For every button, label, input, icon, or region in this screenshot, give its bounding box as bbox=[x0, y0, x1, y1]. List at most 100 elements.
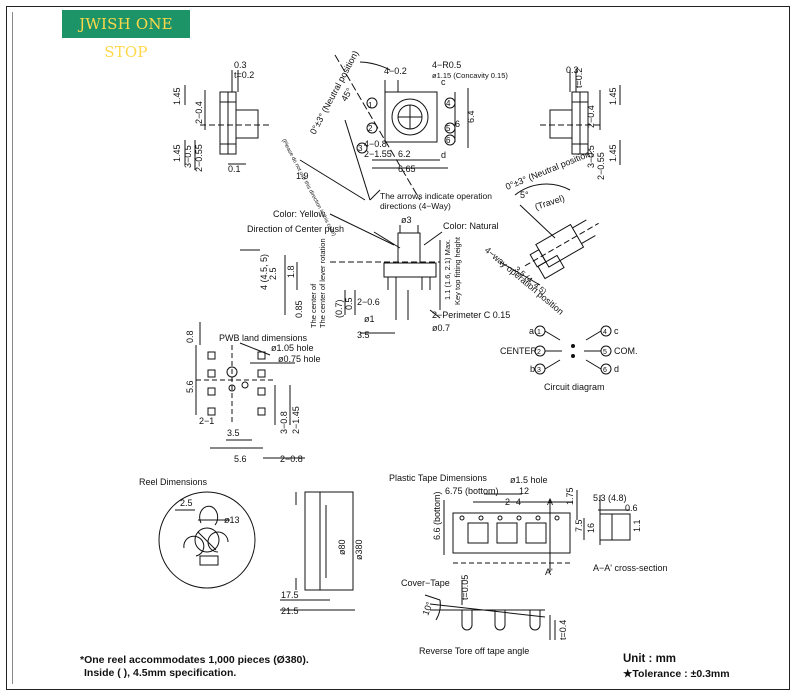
pwb-d308: 3−0.8 bbox=[279, 411, 289, 434]
reel-d380: ø380 bbox=[354, 539, 364, 560]
tape-d175: 1.75 bbox=[565, 487, 575, 505]
circuit-n5: 5 bbox=[603, 349, 607, 356]
circuit-title: Circuit diagram bbox=[544, 382, 605, 392]
cover-t005: t=0.05 bbox=[460, 575, 470, 600]
tape-d11: 1.1 bbox=[632, 519, 642, 532]
travel-five: 5° bbox=[520, 190, 529, 200]
tape-bottom1: 6.75 (bottom) bbox=[445, 486, 499, 496]
right-d145a: 1.45 bbox=[608, 87, 618, 105]
left-t02: t=0.2 bbox=[234, 70, 254, 80]
right-d2055: 2−0.55 bbox=[596, 152, 606, 180]
center-lever-1: The center of bbox=[309, 283, 318, 328]
left-d03: 0.3 bbox=[234, 60, 247, 70]
dim-d07: ø0.7 bbox=[432, 323, 450, 333]
pwb-d21: 2−1 bbox=[199, 416, 214, 426]
reel-side bbox=[280, 491, 355, 611]
dim-4-r05: 4−R0.5 bbox=[432, 60, 461, 70]
cover-angle: 10° bbox=[420, 600, 434, 617]
pwb-d35: 3.5 bbox=[227, 428, 240, 438]
brand-logo: JWISH ONE STOP bbox=[62, 10, 190, 61]
travel-label: (Travel) bbox=[534, 193, 566, 212]
left-d145a: 1.45 bbox=[172, 87, 182, 105]
tape bbox=[443, 490, 631, 572]
left-d145b: 1.45 bbox=[172, 144, 182, 162]
key-top-fitting: Key top fitting height bbox=[453, 236, 462, 305]
left-d305: 3−0.5 bbox=[183, 145, 193, 168]
pwb-title: PWB land dimensions bbox=[219, 333, 308, 343]
circle-6: 6 bbox=[446, 136, 451, 145]
circuit-b: b bbox=[530, 364, 535, 374]
reel-d25: 2.5 bbox=[180, 498, 193, 508]
circle-1: 1 bbox=[368, 101, 373, 110]
circuit-com: COM. bbox=[614, 346, 638, 356]
dim-64: 6.4 bbox=[466, 110, 476, 123]
tape-d12: 12 bbox=[519, 486, 529, 496]
pwb-hole1: ø1.05 hole bbox=[271, 343, 314, 353]
tape-aprime: A' bbox=[545, 567, 553, 577]
circle-4: 4 bbox=[446, 99, 451, 108]
unit-label: Unit : mm bbox=[623, 653, 677, 665]
dim-35: 3.5 bbox=[357, 330, 370, 340]
dim-4-02: 4−0.2 bbox=[384, 66, 407, 76]
drawing-frame bbox=[6, 6, 790, 690]
right-d145b: 1.45 bbox=[608, 144, 618, 162]
dim-d1: ø1 bbox=[364, 314, 375, 324]
letter-d: d bbox=[441, 150, 446, 160]
circuit-center: CENTER bbox=[500, 346, 538, 356]
perimeter: 2−Perimeter C 0.15 bbox=[432, 310, 510, 320]
fitting-height: 1.1 (1.6, 2.1) Max. bbox=[443, 239, 452, 300]
circuit-n4: 4 bbox=[603, 329, 607, 336]
cover-caption: Reverse Tore off tape angle bbox=[419, 646, 529, 656]
left-d01: 0.1 bbox=[228, 164, 241, 174]
dim-25: 2.5 bbox=[268, 267, 278, 280]
dim-07: (0.7) bbox=[334, 299, 344, 318]
circuit-n3: 3 bbox=[537, 367, 541, 374]
top-view bbox=[299, 54, 469, 201]
travel-view bbox=[499, 183, 599, 286]
circuit-d: d bbox=[614, 364, 619, 374]
right-d204: 2−0.4 bbox=[586, 105, 596, 128]
color-natural: Color: Natural bbox=[443, 221, 499, 231]
cover-title: Cover−Tape bbox=[401, 578, 450, 588]
center-push: Direction of Center push bbox=[247, 224, 344, 234]
tape-title: Plastic Tape Dimensions bbox=[389, 473, 487, 483]
arrows-note-1: The arrows indicate operation bbox=[380, 191, 492, 201]
letter-c: c bbox=[441, 77, 446, 87]
color-yellow: Color: Yellow bbox=[273, 209, 326, 219]
dim-4-08: 4−0.8 bbox=[364, 139, 387, 149]
note-line2: Inside ( ), 4.5mm specification. bbox=[84, 667, 237, 679]
dim-19: 1.9 bbox=[296, 171, 309, 181]
center-lever: The center of lever rotation bbox=[318, 238, 327, 328]
tape-bottom2: 6.6 (bottom) bbox=[432, 491, 442, 540]
dim-665: 6.65 bbox=[398, 164, 416, 174]
pwb-d56b: 5.6 bbox=[234, 454, 247, 464]
circuit-n6: 6 bbox=[603, 367, 607, 374]
tape-d75: 7.5 bbox=[574, 519, 584, 532]
pwb-lands bbox=[195, 322, 305, 459]
dim-45-5: 4 (4.5, 5) bbox=[259, 254, 269, 290]
dim-2-06: 2−0.6 bbox=[357, 297, 380, 307]
pwb-hole2: ø0.75 hole bbox=[278, 354, 321, 364]
right-side-view bbox=[540, 70, 621, 165]
dim-2-155: 2−1.55 bbox=[364, 149, 392, 159]
dim-05: 0.5 bbox=[344, 297, 354, 310]
tape-cross: A−A' cross-section bbox=[593, 563, 668, 573]
reel-title: Reel Dimensions bbox=[139, 477, 208, 487]
tape-a: A bbox=[547, 497, 553, 507]
tape-d06: 0.6 bbox=[625, 503, 638, 513]
circuit-c: c bbox=[614, 326, 619, 336]
pwb-d2145: 2−1.45 bbox=[291, 406, 301, 434]
left-d2055: 2−0.55 bbox=[194, 144, 204, 172]
circle-5: 5 bbox=[446, 124, 451, 133]
tolerance-label: ★Tolerance : ±0.3mm bbox=[623, 668, 730, 680]
right-t02: t=0.2 bbox=[574, 68, 584, 88]
reel-d13: ø13 bbox=[224, 515, 240, 525]
pwb-d08: 0.8 bbox=[185, 330, 195, 343]
pwb-d208: 2−0.8 bbox=[280, 454, 303, 464]
dim-18: 1.8 bbox=[286, 265, 296, 278]
travel-neutral: 0°±3° (Neutral position) bbox=[504, 148, 594, 192]
dim-6: 6 bbox=[455, 119, 460, 129]
circle-3: 3 bbox=[358, 144, 363, 153]
tape-d53: 5.3 (4.8) bbox=[593, 493, 627, 503]
